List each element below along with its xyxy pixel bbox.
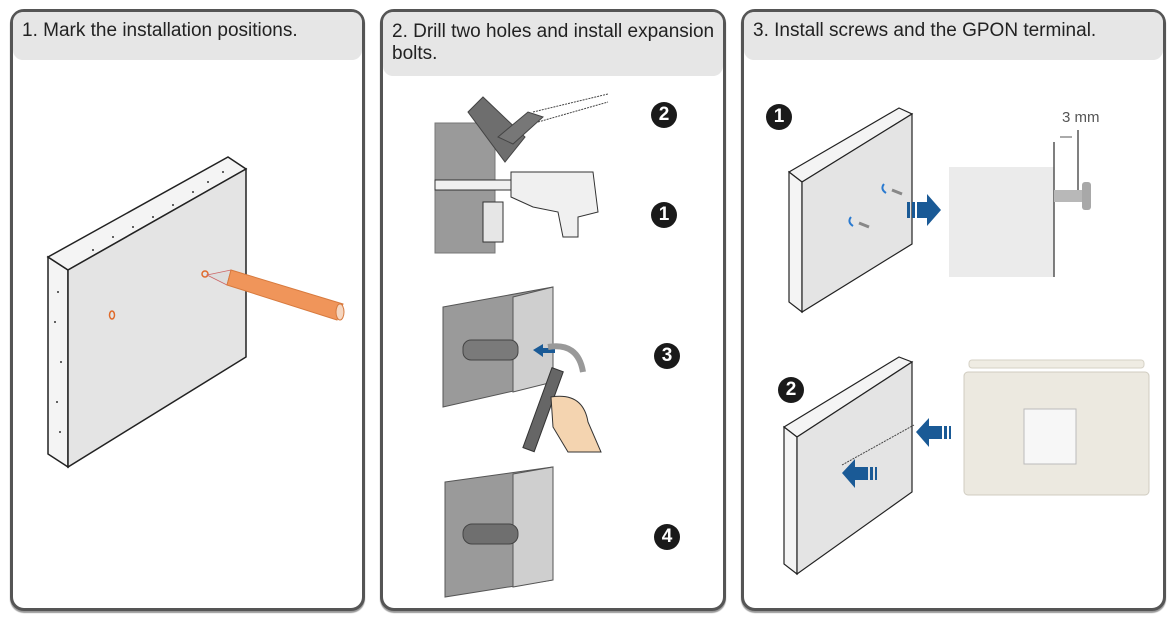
substep-badge-1: 1 <box>766 104 792 130</box>
step-3-title: 3. Install screws and the GPON terminal. <box>744 12 1163 60</box>
substep-badge-2: 2 <box>651 102 677 128</box>
mark-left <box>108 310 116 320</box>
step-3-panel: 3. Install screws and the GPON terminal.… <box>741 9 1166 611</box>
screw-illustration <box>787 107 1091 314</box>
substep-badge-1: 1 <box>651 202 677 228</box>
step-2-panel: 2. Drill two holes and install expansion… <box>380 9 726 611</box>
drill-illustration <box>434 93 609 254</box>
blue-arrow-icon <box>907 194 941 226</box>
gpon-mount-illustration <box>782 356 1150 576</box>
gpon-terminal <box>963 359 1150 496</box>
wall-side <box>47 255 69 469</box>
step-2-title: 2. Drill two holes and install expansion… <box>383 12 723 76</box>
pencil-icon <box>205 269 345 321</box>
blue-arrow-icon <box>842 459 877 488</box>
step-1-title: 1. Mark the installation positions. <box>13 12 362 60</box>
dimension-label: 3 mm <box>1062 109 1100 126</box>
wall-face <box>67 167 247 469</box>
hammer-illustration <box>442 286 602 453</box>
mark-right <box>201 270 209 278</box>
blue-arrow-icon <box>916 418 951 447</box>
substep-badge-2: 2 <box>778 377 804 403</box>
wall-illustration <box>46 156 345 469</box>
substep-badge-3: 3 <box>654 343 680 369</box>
substep-badge-4: 4 <box>654 524 680 550</box>
blue-arrow-icon <box>533 344 555 357</box>
bolt-illustration <box>444 466 554 598</box>
step-1-panel: 1. Mark the installation positions. <box>10 9 365 611</box>
